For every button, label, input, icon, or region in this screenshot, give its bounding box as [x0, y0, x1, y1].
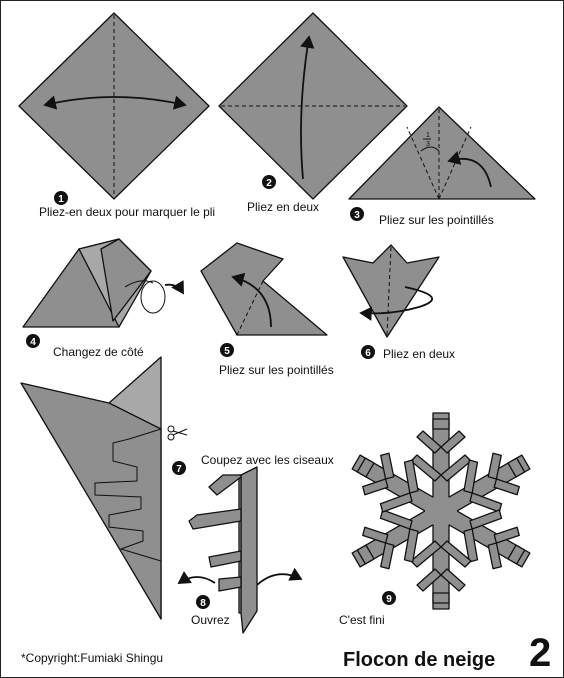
svg-text:5: 5	[224, 346, 230, 357]
snowflake-diagram	[340, 412, 542, 610]
step-5-diagram	[200, 242, 328, 336]
page-title: Flocon de neige	[343, 649, 496, 671]
step-badge-2: 2	[262, 175, 276, 189]
fraction-numerator: 1	[426, 132, 430, 139]
step-3-diagram: 1 3	[348, 106, 536, 200]
step-6-caption: Pliez en deux	[383, 347, 456, 361]
svg-text:3: 3	[354, 210, 360, 221]
step-3-caption: Pliez sur les pointillés	[379, 213, 494, 227]
step-9-caption: C'est fini	[339, 613, 385, 627]
step-1-diagram	[18, 12, 210, 200]
step-7-caption: Coupez avec les ciseaux	[201, 453, 334, 467]
step-6-diagram	[342, 244, 440, 338]
svg-text:4: 4	[30, 337, 36, 348]
step-1-caption: Pliez-en deux pour marquer le pli	[39, 205, 216, 219]
step-4-diagram	[22, 238, 184, 328]
svg-text:1: 1	[58, 194, 64, 205]
fraction-denominator: 3	[426, 141, 430, 148]
step-8-diagram	[177, 466, 303, 634]
step-badge-4: 4	[26, 334, 40, 348]
step-badge-7: 7	[172, 461, 186, 475]
step-badge-3: 3	[350, 207, 364, 221]
step-5-caption: Pliez sur les pointillés	[219, 363, 334, 377]
step-badge-5: 5	[220, 343, 234, 357]
page-number: 2	[529, 631, 552, 675]
scissors-icon	[167, 425, 188, 441]
step-4-caption: Changez de côté	[53, 345, 144, 359]
svg-text:7: 7	[176, 464, 182, 475]
step-badge-1: 1	[54, 191, 68, 205]
step-8-caption: Ouvrez	[191, 613, 230, 627]
copyright-notice: *Copyright:Fumiaki Shingu	[21, 651, 164, 665]
svg-text:8: 8	[200, 598, 206, 609]
step-badge-6: 6	[361, 345, 375, 359]
step-badge-8: 8	[196, 595, 210, 609]
step-7-diagram	[20, 356, 188, 620]
step-2-diagram	[218, 12, 408, 200]
turn-over-icon	[124, 280, 154, 288]
step-badge-9: 9	[382, 591, 396, 605]
step-2-caption: Pliez en deux	[247, 200, 320, 214]
svg-text:6: 6	[365, 348, 371, 359]
svg-text:9: 9	[386, 594, 392, 605]
svg-text:2: 2	[266, 178, 272, 189]
